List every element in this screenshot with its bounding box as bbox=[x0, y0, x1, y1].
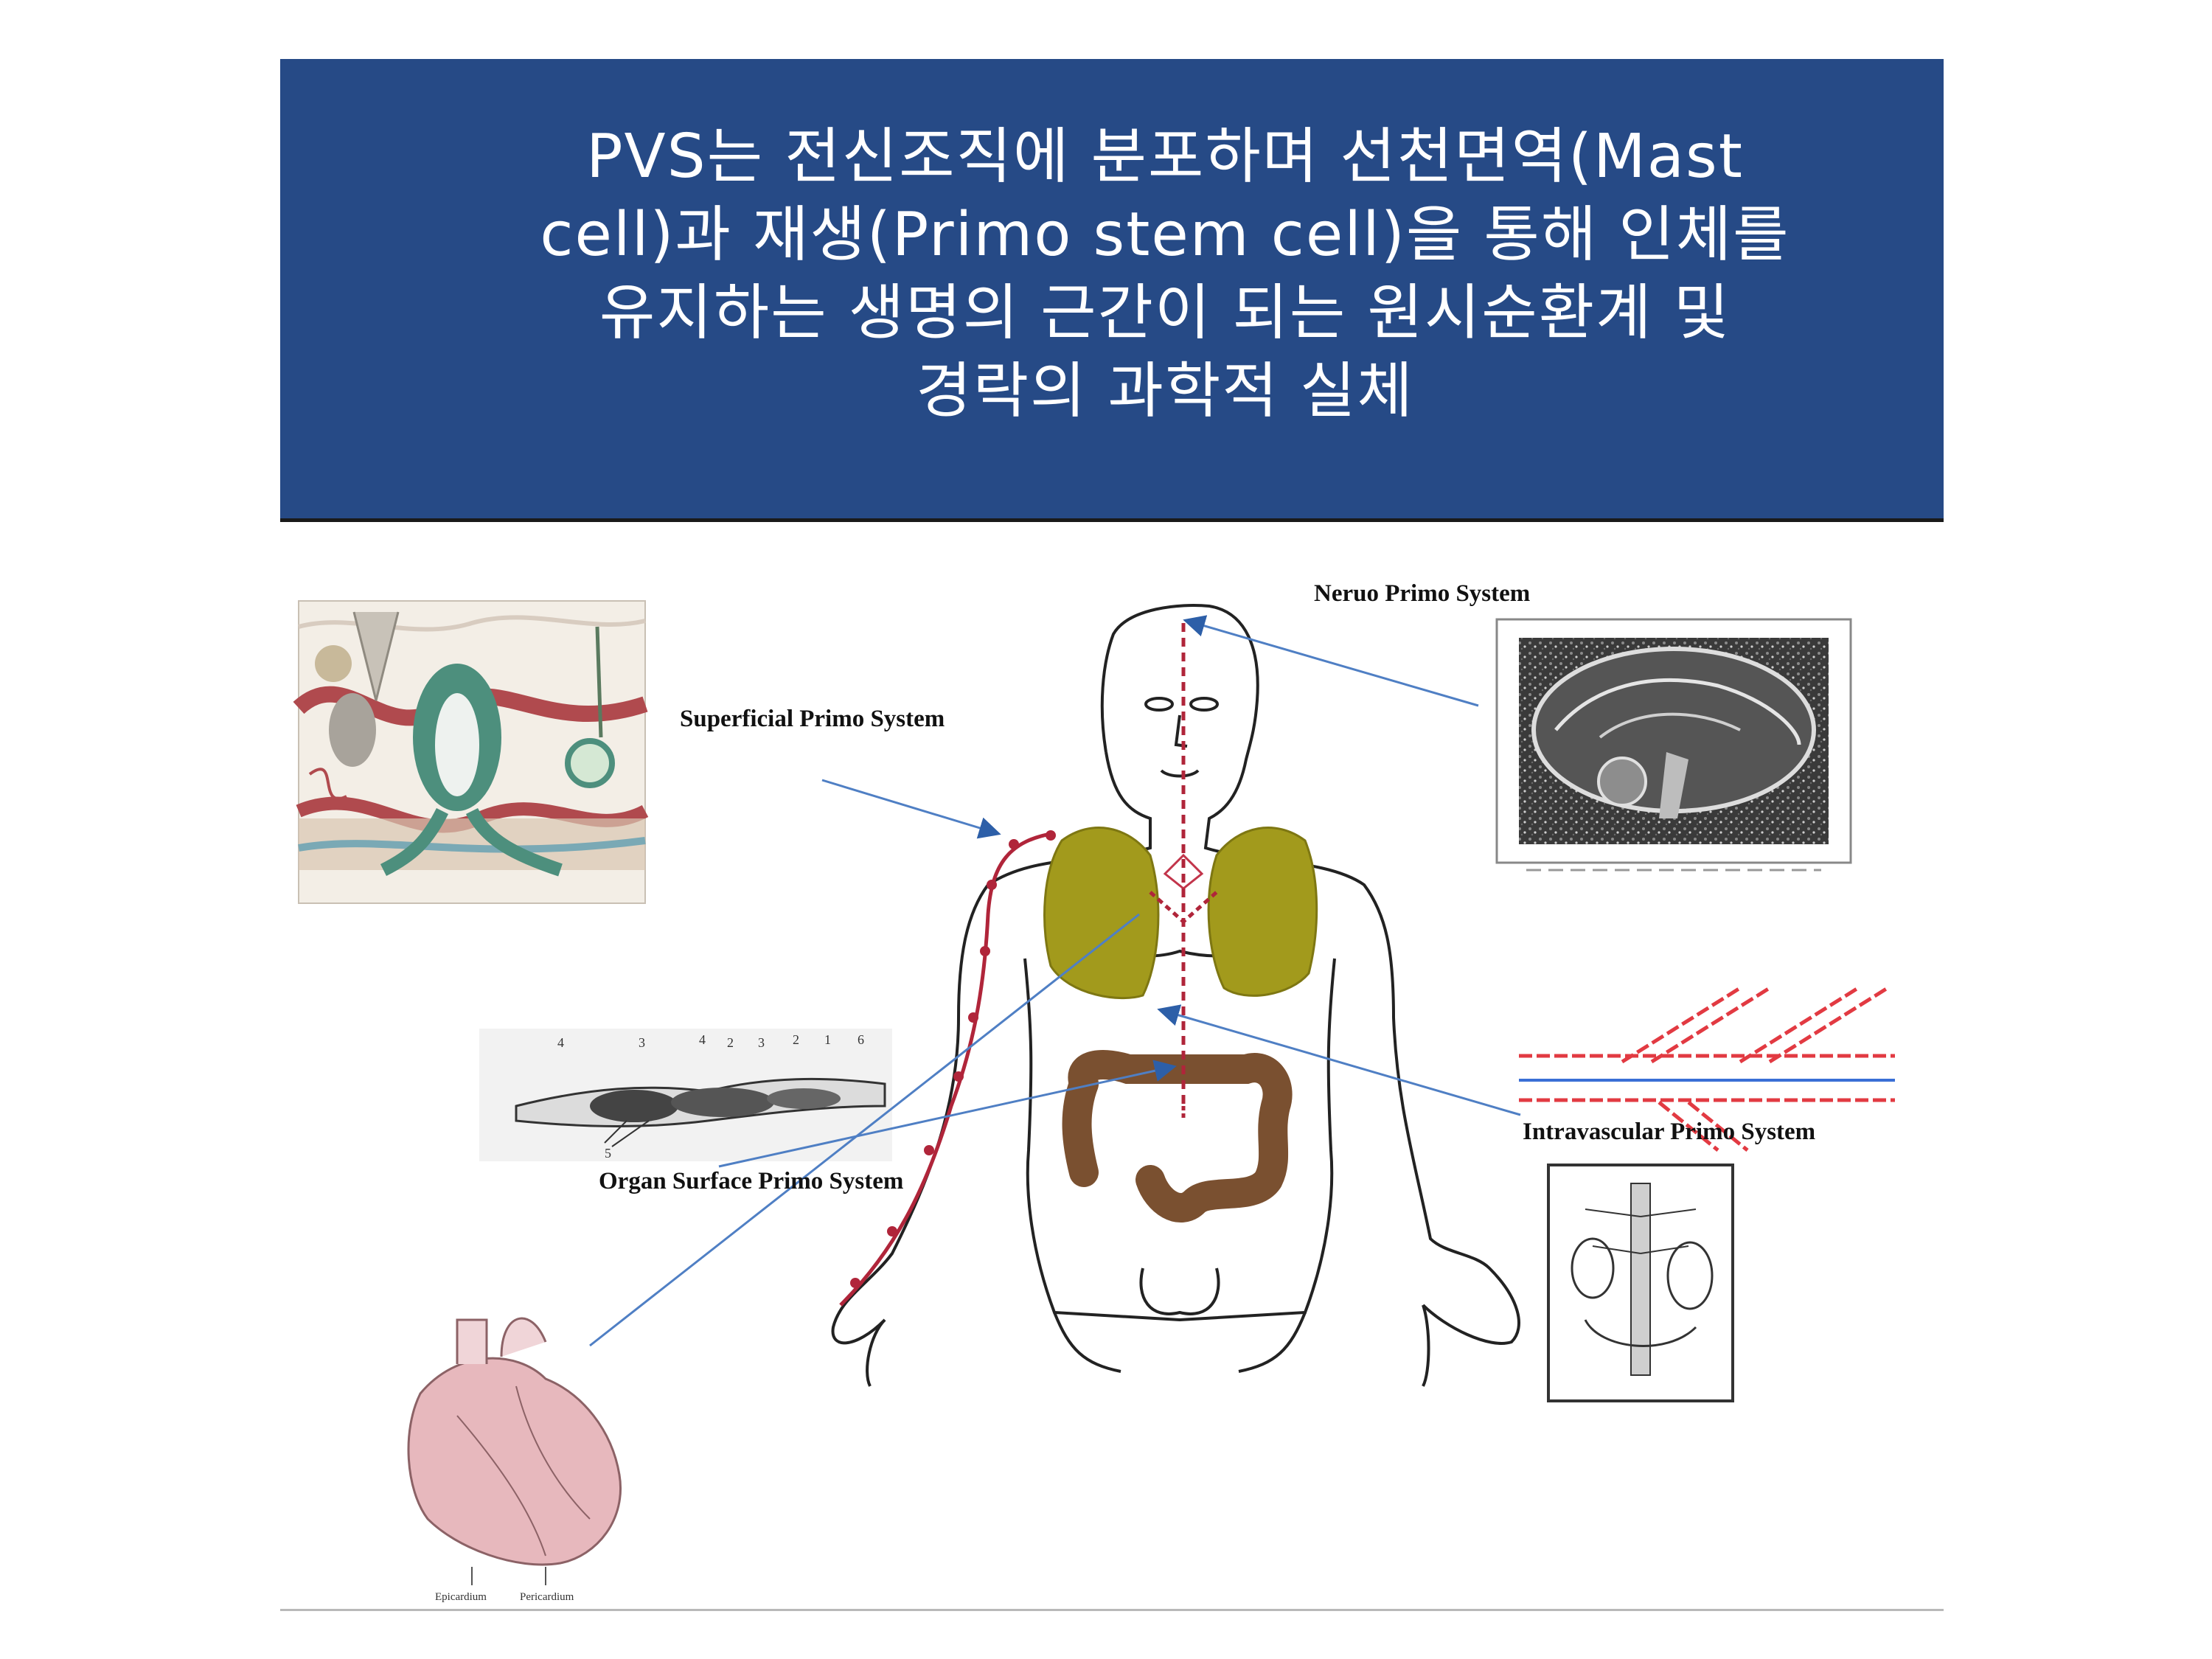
abdominal-organ-illustration bbox=[1547, 1164, 1734, 1402]
heart-label-pericardium: Pericardium bbox=[520, 1591, 574, 1603]
title-line-2: cell)과 재생(Primo stem cell)을 통해 인체를 bbox=[540, 200, 1790, 270]
heart-illustration: Epicardium Pericardium bbox=[407, 1317, 622, 1603]
primo-nodes bbox=[850, 830, 1056, 1288]
brain-illustration bbox=[1495, 618, 1852, 872]
blood-vessel-illustration bbox=[1519, 986, 1895, 1152]
intestines bbox=[1062, 1050, 1293, 1222]
primo-pathways bbox=[839, 623, 1218, 1307]
title-line-1: PVS는 전신조직에 분포하며 선천면역(Mast bbox=[586, 122, 1744, 192]
lungs bbox=[1043, 827, 1318, 1000]
label-superficial-primo-system: Superficial Primo System bbox=[680, 706, 945, 732]
label-intravascular-primo-system: Intravascular Primo System bbox=[1523, 1119, 1815, 1145]
vessel-number-5: 3 bbox=[758, 1035, 765, 1050]
vessel-section-illustration: 4 3 4 2 3 2 1 6 5 bbox=[479, 1029, 892, 1161]
bottom-rule bbox=[280, 1609, 1944, 1611]
skin-tissue-illustration bbox=[293, 600, 649, 904]
vessel-number-4: 2 bbox=[727, 1035, 734, 1050]
title-text: PVS는 전신조직에 분포하며 선천면역(Mast cell)과 재생(Prim… bbox=[516, 118, 1814, 431]
label-neuro-primo-system: Neruo Primo System bbox=[1314, 580, 1530, 607]
vessel-number-1: 4 bbox=[557, 1035, 564, 1050]
vessel-number-7: 1 bbox=[824, 1032, 831, 1047]
vessel-number-8: 6 bbox=[858, 1032, 864, 1047]
vessel-number-3: 4 bbox=[699, 1032, 706, 1047]
heart-label-epicardium: Epicardium bbox=[435, 1591, 487, 1603]
title-line-4: 경락의 과학적 실체 bbox=[916, 356, 1414, 426]
vessel-number-6: 2 bbox=[793, 1032, 799, 1047]
title-banner bbox=[280, 59, 1944, 522]
vessel-number-9: 5 bbox=[605, 1146, 611, 1161]
label-organ-surface-primo-system: Organ Surface Primo System bbox=[599, 1168, 903, 1194]
title-line-3: 유지하는 생명의 근간이 되는 원시순환계 및 bbox=[599, 278, 1731, 348]
vessel-number-2: 3 bbox=[639, 1035, 645, 1050]
pointer-lines bbox=[589, 615, 1521, 1347]
